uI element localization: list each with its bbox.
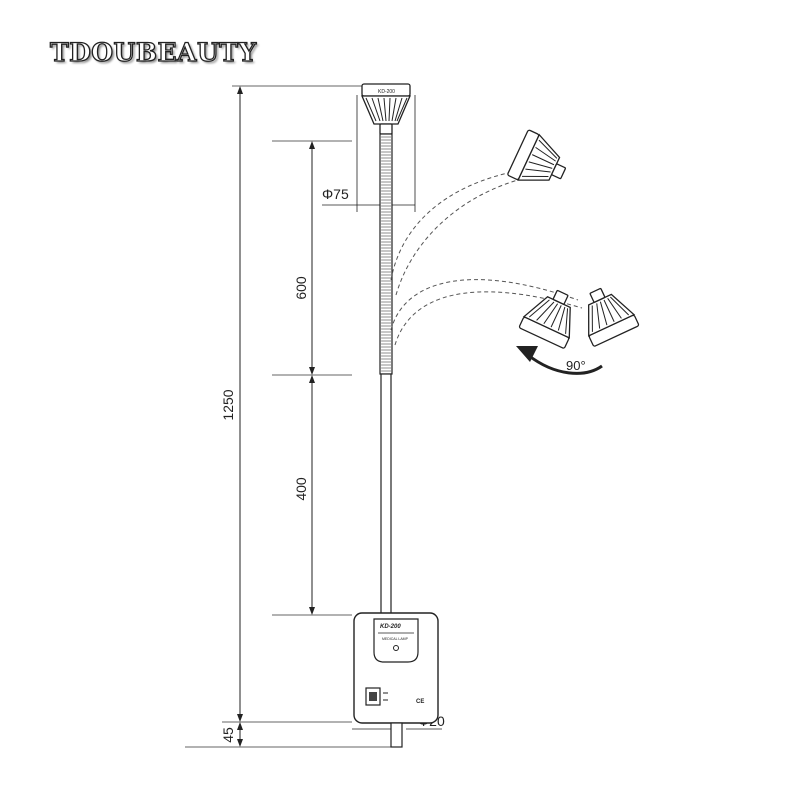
total-height-label: 1250 xyxy=(220,389,236,420)
rotation-label: 90° xyxy=(566,358,586,373)
dimension-arrows xyxy=(237,86,315,747)
lamp-head-rotated-b xyxy=(518,289,571,349)
rotation-arrowhead-icon xyxy=(516,346,538,362)
lamp-head-right-upper xyxy=(507,129,566,181)
power-switch-icon xyxy=(365,687,388,706)
lamp-head-top-label: KD-200 xyxy=(378,89,395,95)
pole-lower xyxy=(380,373,392,615)
lower-section-label: 400 xyxy=(293,477,309,501)
mounting-pin xyxy=(390,722,403,748)
alternate-arm-paths xyxy=(390,169,583,346)
rotation-arrow-icon xyxy=(527,353,603,375)
brand-logo: TDOUBEAUTY xyxy=(49,37,257,67)
base-label: 45 xyxy=(220,727,236,743)
ce-mark: CE xyxy=(416,699,424,705)
lamp-head-top xyxy=(361,83,411,135)
control-unit-model: KD-200 xyxy=(380,624,401,630)
gooseneck-upper xyxy=(379,133,393,375)
head-diameter-label: Φ75 xyxy=(322,186,349,202)
upper-section-label: 600 xyxy=(293,276,309,300)
control-unit-subtitle: MEDICAL LAMP xyxy=(382,637,409,641)
lamp-head-rotated-a xyxy=(588,287,640,347)
